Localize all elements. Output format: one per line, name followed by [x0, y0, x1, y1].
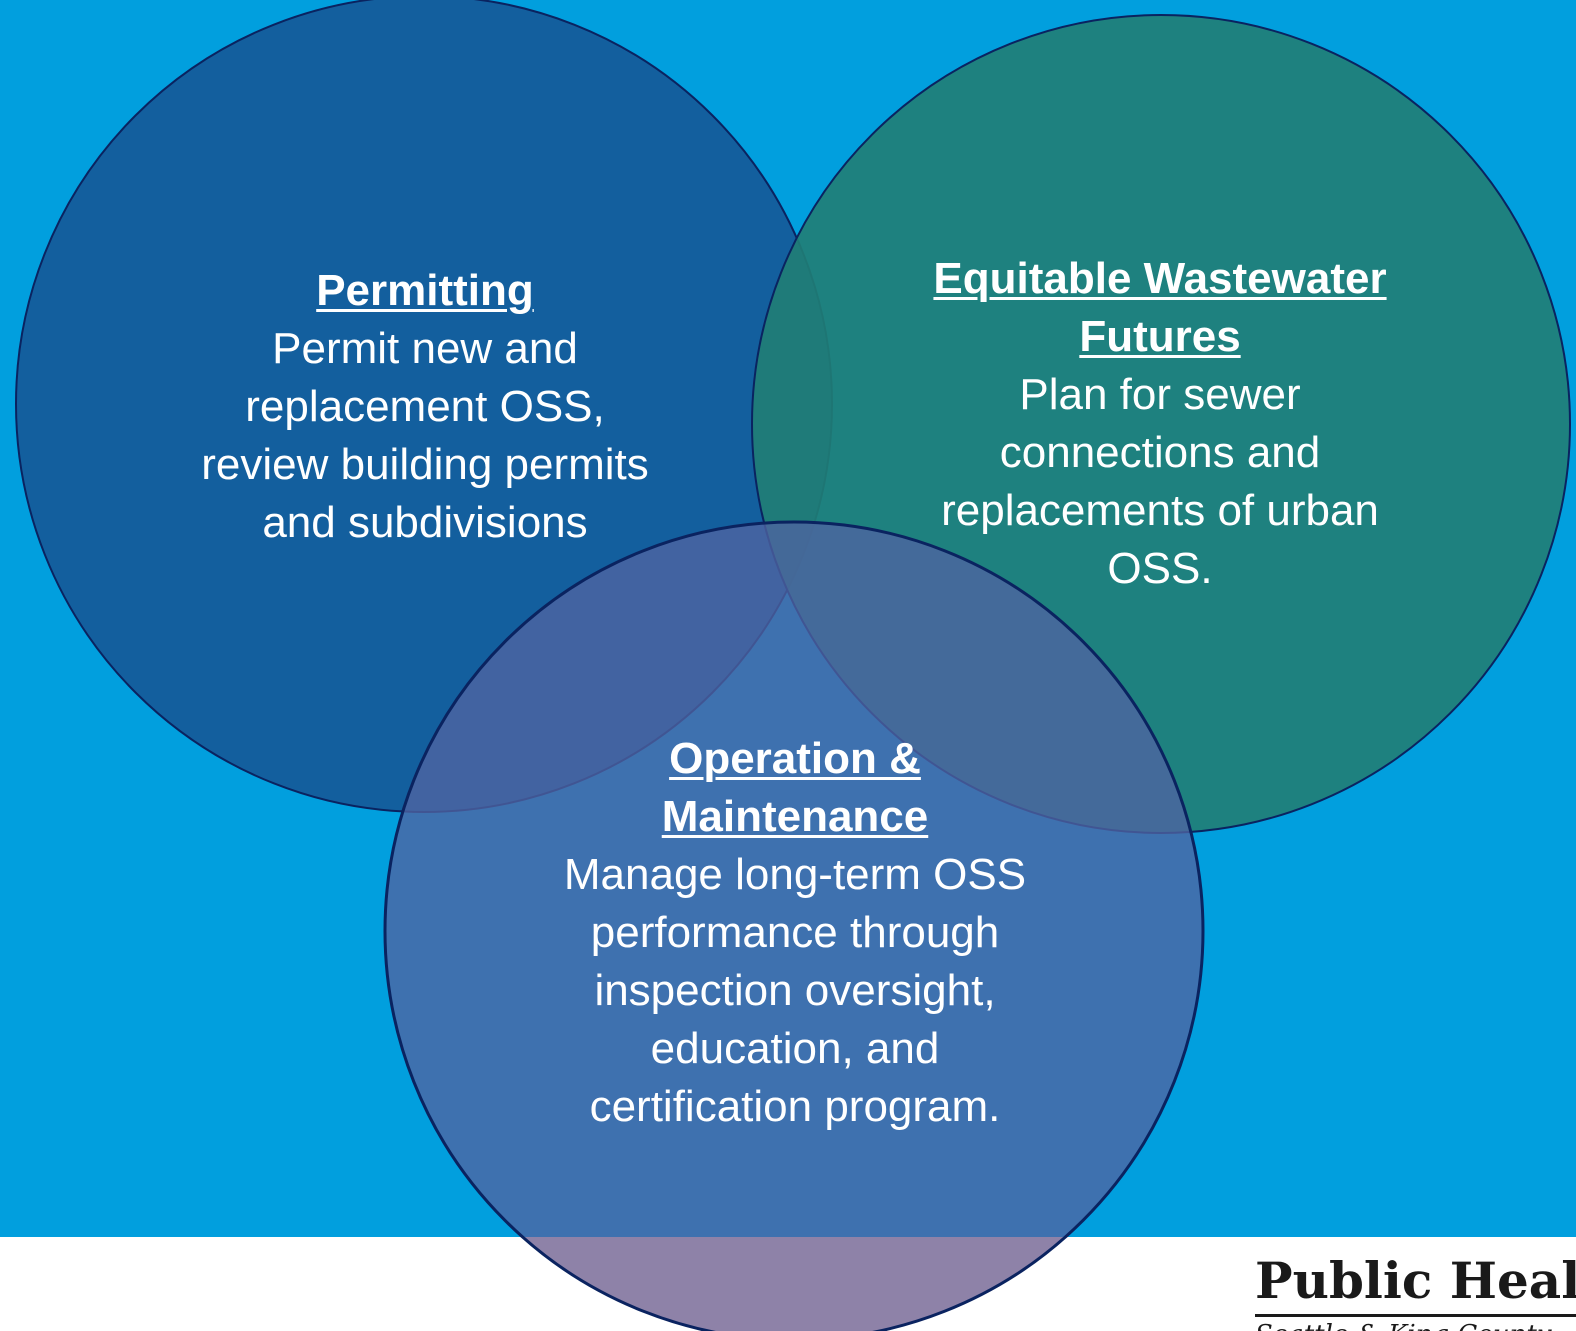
- logo-wordmark: Public Health: [1255, 1251, 1576, 1310]
- operation-heading-line: Operation &: [669, 734, 921, 783]
- operation-body-line: certification program.: [589, 1082, 1001, 1131]
- permitting-body-line: Permit new and: [272, 324, 578, 373]
- operation-body-line: Manage long-term OSS: [563, 850, 1027, 899]
- equitable-wastewater-label: Equitable Wastewater Futures Plan for se…: [900, 250, 1420, 598]
- equitable-body-line: replacements of urban: [941, 486, 1379, 535]
- permitting-label: Permitting Permit new and replacement OS…: [170, 262, 680, 552]
- equitable-heading-line: Equitable Wastewater: [933, 254, 1387, 303]
- operation-body-line: education, and: [650, 1024, 940, 1073]
- logo-subtitle: Seattle & King County: [1255, 1320, 1552, 1331]
- logo-divider: [1255, 1314, 1576, 1317]
- permitting-body-line: and subdivisions: [262, 498, 588, 547]
- equitable-body-line: OSS.: [1107, 544, 1213, 593]
- equitable-body-line: Plan for sewer: [1019, 370, 1301, 419]
- equitable-heading-line: Futures: [1079, 312, 1241, 361]
- operation-maintenance-circle-lower: [520, 1237, 1068, 1331]
- equitable-body-line: connections and: [999, 428, 1321, 477]
- operation-maintenance-label: Operation & Maintenance Manage long-term…: [530, 730, 1060, 1136]
- operation-heading-line: Maintenance: [661, 792, 929, 841]
- operation-body-line: performance through: [590, 908, 1000, 957]
- permitting-body-line: replacement OSS,: [245, 382, 605, 431]
- operation-maintenance-circle: [383, 520, 1205, 1237]
- permitting-body-line: review building permits: [201, 440, 649, 489]
- operation-body-line: inspection oversight,: [594, 966, 996, 1015]
- public-health-logo: Public Health Seattle & King County: [1255, 1252, 1576, 1331]
- permitting-heading: Permitting: [316, 266, 534, 315]
